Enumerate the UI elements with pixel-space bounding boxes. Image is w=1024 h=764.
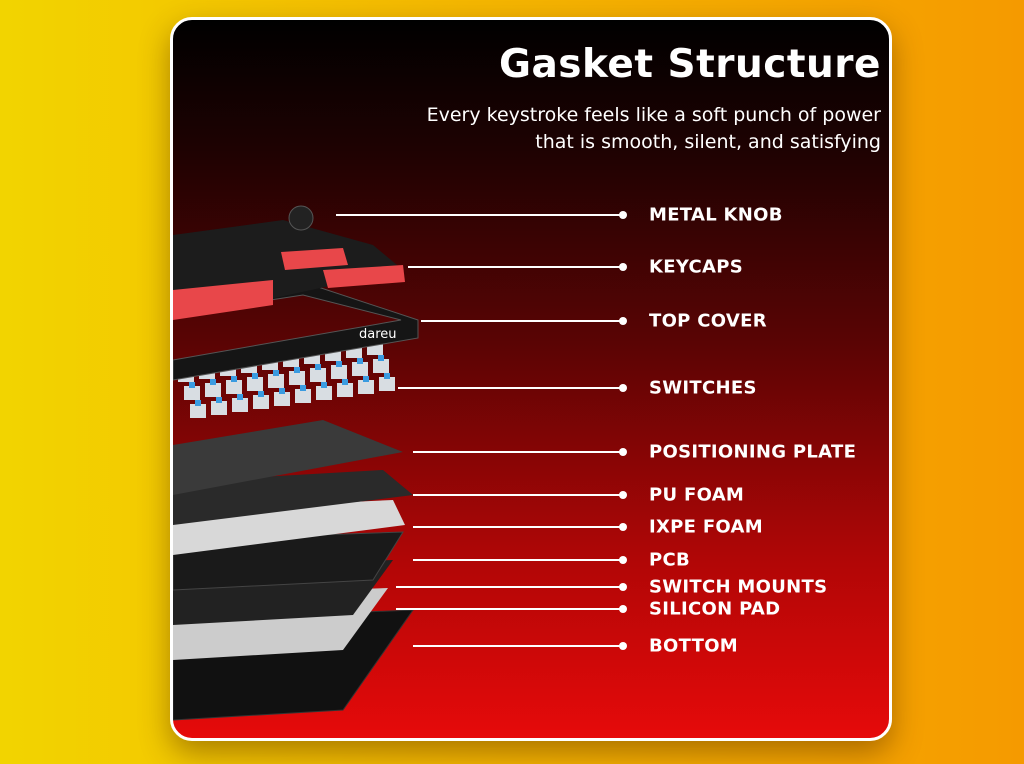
switch-stem xyxy=(231,376,237,382)
switch-stem xyxy=(252,373,258,379)
red-spacebar-keycap xyxy=(173,280,273,320)
switch xyxy=(289,371,305,385)
leader-dot xyxy=(619,317,627,325)
switch xyxy=(337,383,353,397)
switch-stem xyxy=(195,400,201,406)
switch xyxy=(352,362,368,376)
switch-stem xyxy=(189,382,195,388)
switch-stem xyxy=(294,367,300,373)
switch-stem xyxy=(258,391,264,397)
layer-label: SWITCHES xyxy=(649,377,757,399)
switch xyxy=(358,380,374,394)
metal-knob xyxy=(288,205,314,231)
switch xyxy=(211,401,227,415)
switch xyxy=(310,368,326,382)
leader-dot xyxy=(619,491,627,499)
leader-dot xyxy=(619,263,627,271)
leader-dot xyxy=(619,556,627,564)
switch xyxy=(205,383,221,397)
switch xyxy=(190,404,206,418)
switch-stem xyxy=(237,394,243,400)
layer-label: PU FOAM xyxy=(649,484,745,506)
switch-stem xyxy=(357,358,363,364)
leader-dot xyxy=(619,523,627,531)
switch-stem xyxy=(384,373,390,379)
red-keycap xyxy=(323,265,405,288)
switch xyxy=(232,398,248,412)
product-card: Gasket Structure Every keystroke feels l… xyxy=(170,17,892,741)
switch xyxy=(295,389,311,403)
switch xyxy=(253,395,269,409)
layer-label: SWITCH MOUNTS xyxy=(649,576,828,598)
layer-label: SILICON PAD xyxy=(649,598,781,620)
switch xyxy=(373,359,389,373)
leader-dot xyxy=(619,448,627,456)
switch xyxy=(268,374,284,388)
leader-dot xyxy=(619,384,627,392)
layer-label: IXPE FOAM xyxy=(649,516,763,538)
switch-stem xyxy=(336,361,342,367)
leader-dot xyxy=(619,211,627,219)
switch-stem xyxy=(363,376,369,382)
red-keycap xyxy=(281,248,348,270)
switch-stem xyxy=(300,385,306,391)
switch xyxy=(331,365,347,379)
switch-stem xyxy=(342,379,348,385)
layer-label: TOP COVER xyxy=(649,310,767,332)
brand-logo: dareu xyxy=(359,327,397,342)
switch-stem xyxy=(273,370,279,376)
switch-stem xyxy=(315,364,321,370)
leader-dot xyxy=(619,583,627,591)
switch xyxy=(184,386,200,400)
keyboard-exploded-view: dareu xyxy=(173,205,627,721)
switch xyxy=(247,377,263,391)
switch xyxy=(316,386,332,400)
leader-dot xyxy=(619,642,627,650)
subtitle-line: that is smooth, silent, and satisfying xyxy=(535,131,881,153)
layer-label: METAL KNOB xyxy=(649,204,783,226)
page-title: Gasket Structure xyxy=(498,42,881,87)
subtitle: Every keystroke feels like a soft punch … xyxy=(427,102,881,156)
switch-stem xyxy=(378,355,384,361)
switch xyxy=(274,392,290,406)
layer-label: PCB xyxy=(649,549,691,571)
switch-stem xyxy=(279,388,285,394)
layer-label: POSITIONING PLATE xyxy=(649,441,857,463)
leader-dot xyxy=(619,605,627,613)
layer-label: BOTTOM xyxy=(649,635,739,657)
switch-stem xyxy=(216,397,222,403)
switch-stem xyxy=(210,379,216,385)
switch xyxy=(379,377,395,391)
subtitle-line: Every keystroke feels like a soft punch … xyxy=(426,104,881,126)
positioning-plate-layer xyxy=(173,420,403,495)
layer-label: KEYCAPS xyxy=(649,256,744,278)
switch xyxy=(226,380,242,394)
switch-stem xyxy=(321,382,327,388)
